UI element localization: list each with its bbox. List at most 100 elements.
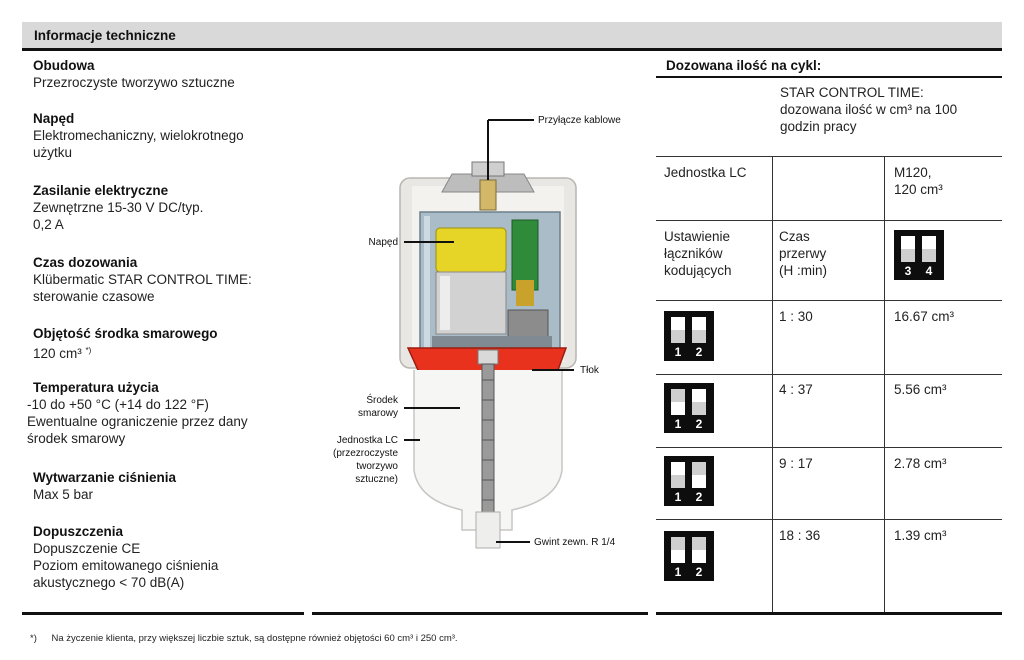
- switch-knob: [692, 550, 706, 563]
- table-divider: [656, 447, 1002, 448]
- dip-switch-2: [692, 462, 706, 488]
- dip-number: 2: [695, 490, 703, 504]
- spec-pressure: Wytwarzanie ciśnienia Max 5 bar: [33, 470, 333, 503]
- header-pause-time: Czas przerwy (H :min): [779, 229, 827, 278]
- dip-switch-4: [922, 236, 936, 262]
- spec-power-supply: Zasilanie elektryczne Zewnętrzne 15-30 V…: [33, 183, 333, 233]
- switch-knob: [901, 236, 915, 249]
- spec-body: Klübermatic STAR CONTROL TIME: sterowani…: [33, 272, 252, 304]
- switch-knob: [692, 389, 706, 402]
- spec-drive: Napęd Elektromechaniczny, wielokrotnego …: [33, 111, 333, 161]
- footnote-marker: *): [30, 633, 37, 644]
- dip-number: 3: [904, 264, 912, 278]
- dip-switch-1-2-icon: 1 2: [664, 456, 714, 506]
- spec-body: 120 cm³: [33, 346, 82, 361]
- bottom-rule: [22, 612, 304, 615]
- label-piston: Tłok: [580, 365, 599, 376]
- bottom-rule: [312, 612, 648, 615]
- dip-switch-1-2-icon: 1 2: [664, 383, 714, 433]
- spec-approvals: Dopuszczenia Dopuszczenie CE Poziom emit…: [33, 524, 333, 591]
- spec-body: Elektromechaniczny, wielokrotnego użytku: [33, 128, 244, 160]
- dip-switch-2: [692, 537, 706, 563]
- footnote-marker: *): [85, 346, 92, 355]
- table-column-divider: [884, 156, 885, 612]
- spec-title: Wytwarzanie ciśnienia: [33, 470, 177, 485]
- table-divider: [656, 374, 1002, 375]
- dip-switch-2: [692, 317, 706, 343]
- dip-number: 4: [925, 264, 933, 278]
- spec-title: Zasilanie elektryczne: [33, 183, 169, 198]
- spec-housing: Obudowa Przezroczyste tworzywo sztuczne: [33, 58, 333, 91]
- label-lubricant: Środek smarowy: [357, 395, 398, 419]
- dip-switch-1: [671, 317, 685, 343]
- spec-body: Max 5 bar: [33, 487, 94, 502]
- dip-number: 1: [674, 345, 682, 359]
- dip-switch-2: [692, 389, 706, 415]
- table-title: Dozowana ilość na cykl:: [666, 58, 822, 73]
- dip-switch-1: [671, 462, 685, 488]
- spec-title: Dopuszczenia: [33, 524, 124, 539]
- spec-body: Dopuszczenie CE Poziom emitowanego ciśni…: [33, 541, 219, 590]
- table-divider: [656, 300, 1002, 301]
- switch-knob: [671, 550, 685, 563]
- switch-knob: [692, 475, 706, 488]
- dip-number: 2: [695, 417, 703, 431]
- row-pause-time: 1 : 30: [779, 309, 813, 324]
- row-pause-time: 4 : 37: [779, 382, 813, 397]
- dip-switch-1-2-icon: 1 2: [664, 531, 714, 581]
- spec-body: -10 do +50 °C (+14 do 122 °F) Ewentualne…: [27, 397, 248, 446]
- dip-switch-1: [671, 389, 685, 415]
- spec-body-line: 120 cm³ *): [33, 342, 333, 362]
- spec-body: Zewnętrzne 15-30 V DC/typ. 0,2 A: [33, 200, 204, 232]
- dip-number: 1: [674, 490, 682, 504]
- table-divider: [656, 519, 1002, 520]
- table-divider: [656, 156, 1002, 157]
- switch-knob: [922, 236, 936, 249]
- dip-number: 1: [674, 565, 682, 579]
- table-divider: [656, 220, 1002, 221]
- spec-dispensing-time: Czas dozowania Klübermatic STAR CONTROL …: [33, 255, 333, 305]
- unit-row-value: M120, 120 cm³: [894, 165, 943, 197]
- header-coding-switches: Ustawienie łączników kodujących: [664, 229, 732, 278]
- switch-knob: [671, 402, 685, 415]
- section-title: Informacje techniczne: [34, 28, 176, 43]
- spec-title: Napęd: [33, 111, 75, 126]
- label-thread: Gwint zewn. R 1/4: [534, 537, 616, 548]
- row-volume: 2.78 cm³: [894, 456, 947, 471]
- footnote-text: Na życzenie klienta, przy większej liczb…: [51, 633, 458, 644]
- footnote: *) Na życzenie klienta, przy większej li…: [30, 633, 458, 644]
- label-lc-unit: Jednostka LC (przezroczyste tworzywo szt…: [332, 435, 398, 485]
- dip-switch-1-2-icon: 1 2: [664, 311, 714, 361]
- row-pause-time: 9 : 17: [779, 456, 813, 471]
- spec-body: Przezroczyste tworzywo sztuczne: [33, 75, 235, 90]
- dip-number: 2: [695, 345, 703, 359]
- dip-number: 1: [674, 417, 682, 431]
- switch-knob: [671, 462, 685, 475]
- row-volume: 5.56 cm³: [894, 382, 947, 397]
- spec-operating-temperature: Temperatura użycia -10 do +50 °C (+14 do…: [27, 380, 333, 447]
- table-top-rule: [656, 76, 1002, 78]
- row-volume: 16.67 cm³: [894, 309, 955, 324]
- row-pause-time: 18 : 36: [779, 528, 821, 543]
- table-intro: STAR CONTROL TIME: dozowana ilość w cm³ …: [780, 85, 958, 134]
- spec-title: Czas dozowania: [33, 255, 138, 270]
- row-volume: 1.39 cm³: [894, 528, 947, 543]
- section-header-bar: Informacje techniczne: [22, 22, 1002, 51]
- label-drive: Napęd: [368, 237, 398, 248]
- label-cable-connector: Przyłącze kablowe: [538, 115, 621, 126]
- dip-switch-1: [671, 537, 685, 563]
- unit-row-label: Jednostka LC: [664, 165, 747, 180]
- lubricator-illustration: [399, 119, 577, 549]
- dip-switch-3: [901, 236, 915, 262]
- dip-number: 2: [695, 565, 703, 579]
- spec-title: Obudowa: [33, 58, 95, 73]
- bottom-rule: [656, 612, 1002, 615]
- spec-title: Temperatura użycia: [33, 380, 159, 395]
- lubricator-cutaway-diagram: Przyłącze kablowe Napęd Tłok Środek smar…: [312, 100, 652, 560]
- table-column-divider: [772, 156, 773, 612]
- switch-knob: [671, 317, 685, 330]
- switch-knob: [692, 317, 706, 330]
- spec-title: Objętość środka smarowego: [33, 326, 218, 341]
- spec-lubricant-volume: Objętość środka smarowego 120 cm³ *): [33, 326, 333, 362]
- dip-switch-3-4-icon: 3 4: [894, 230, 944, 280]
